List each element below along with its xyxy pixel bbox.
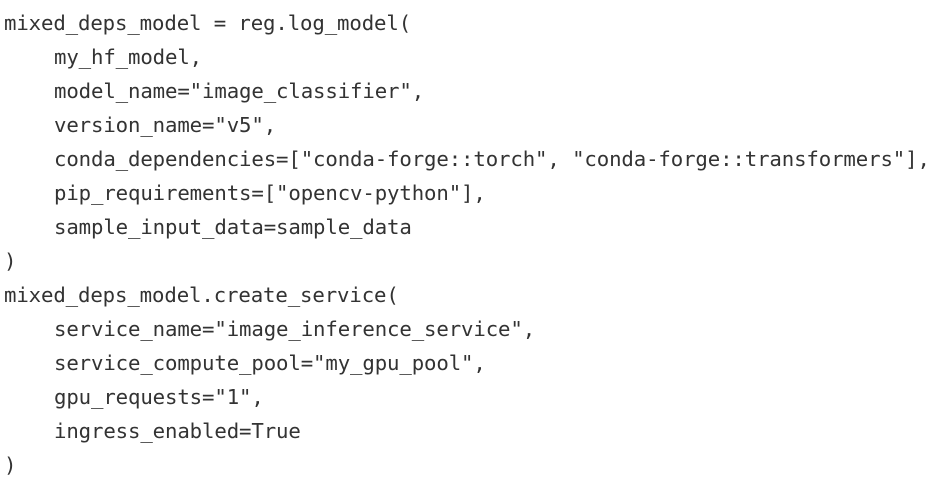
code-line: gpu_requests="1", xyxy=(54,385,264,409)
code-line: ingress_enabled=True xyxy=(54,419,301,443)
code-line: model_name="image_classifier", xyxy=(54,79,425,103)
code-line: ) xyxy=(4,453,17,477)
code-line: pip_requirements=["opencv-python"], xyxy=(54,181,486,205)
code-line: conda_dependencies=["conda-forge::torch"… xyxy=(54,147,930,171)
code-line: service_name="image_inference_service", xyxy=(54,317,536,341)
code-line: mixed_deps_model = reg.log_model( xyxy=(4,11,412,35)
code-line: sample_input_data=sample_data xyxy=(54,215,412,239)
code-line: version_name="v5", xyxy=(54,113,277,137)
code-line: service_compute_pool="my_gpu_pool", xyxy=(54,351,486,375)
code-line: my_hf_model, xyxy=(54,45,203,69)
code-line: mixed_deps_model.create_service( xyxy=(4,283,399,307)
code-line: ) xyxy=(4,249,17,273)
